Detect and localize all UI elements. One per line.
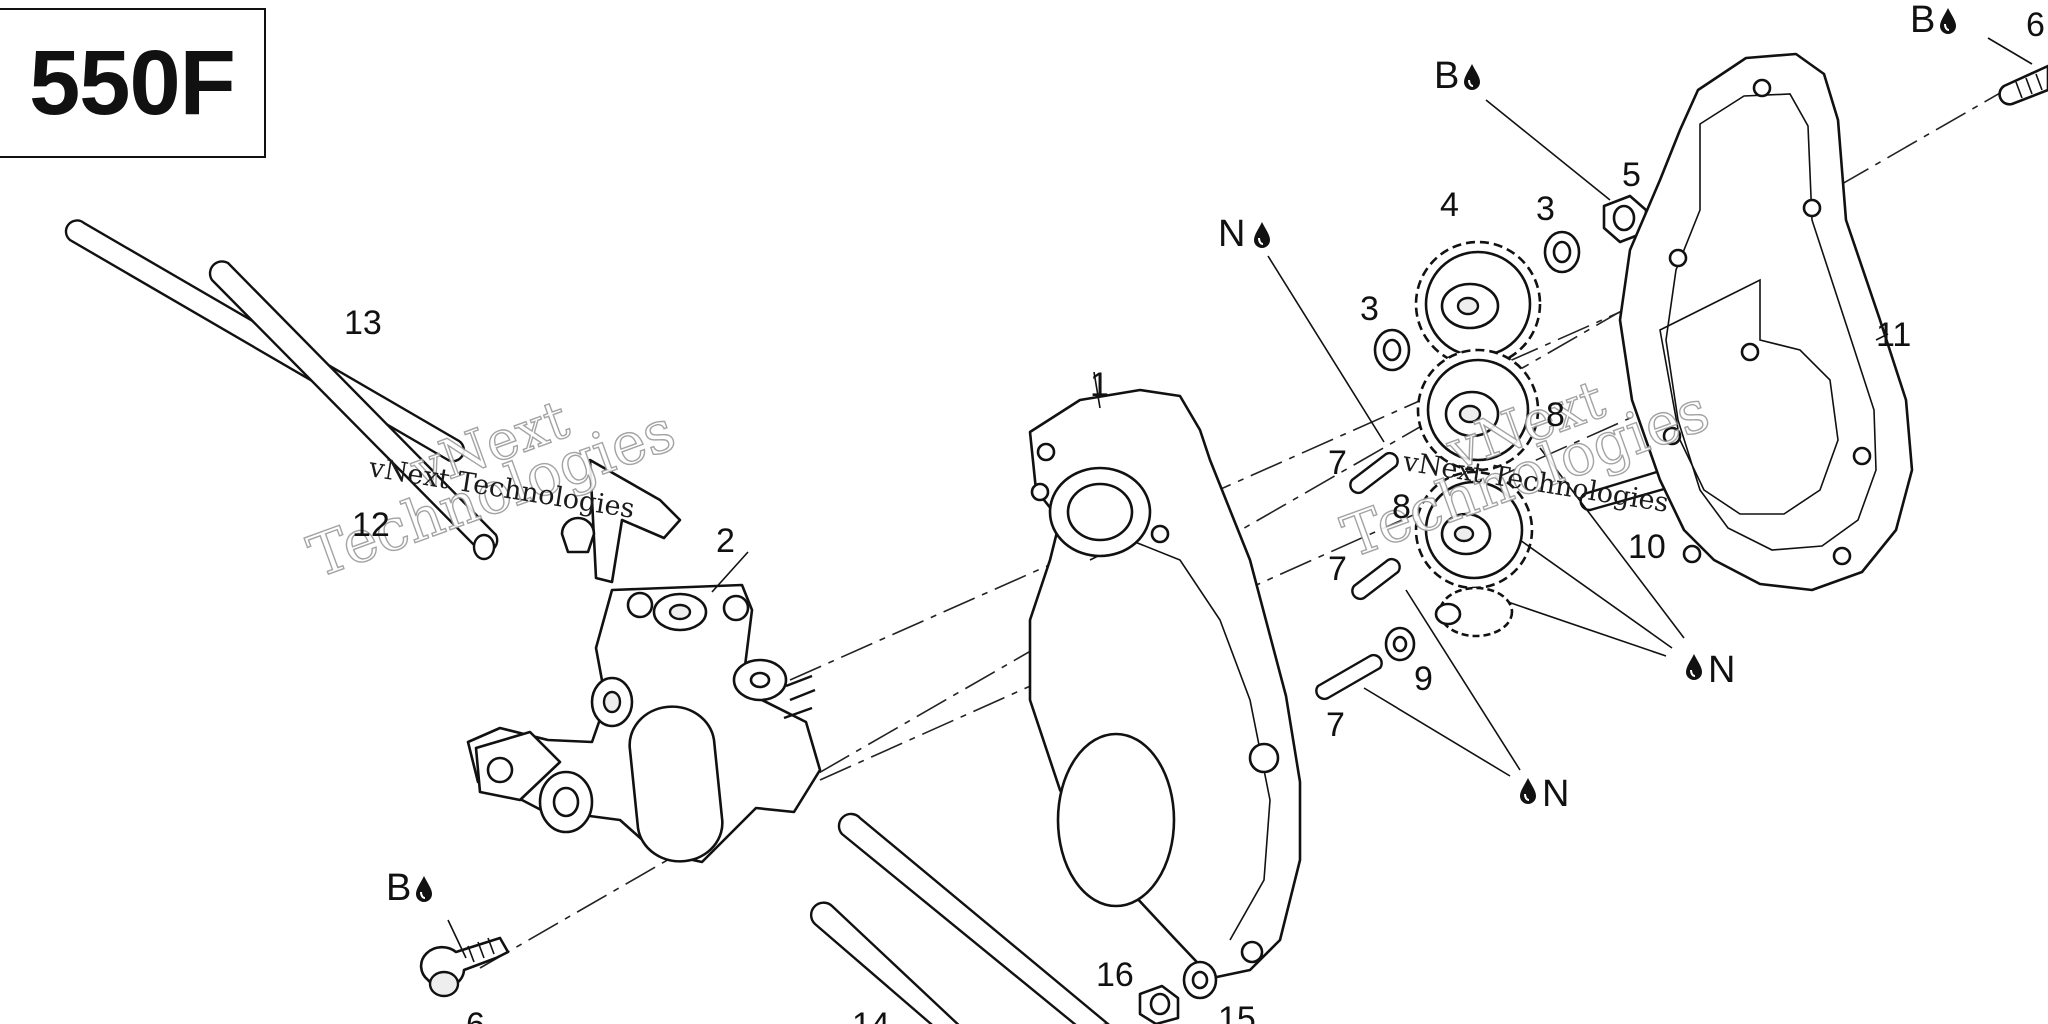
pins-7: [1315, 451, 1401, 701]
rod-14: [809, 812, 1110, 1024]
drop-icon: [1938, 6, 1958, 36]
gear-4: [1414, 240, 1542, 368]
rod-13: [64, 219, 466, 463]
model-label-box: 550F: [0, 8, 266, 158]
callout-b-screw: B: [386, 867, 434, 909]
label-part-4: 4: [1440, 186, 1459, 224]
housing-1: [1028, 388, 1302, 980]
callout-n-top-letter: N: [1218, 213, 1245, 255]
drop-icon: [1462, 62, 1482, 92]
model-label: 550F: [29, 32, 236, 134]
label-part-10: 10: [1628, 528, 1666, 566]
rod-12-13: [64, 219, 499, 561]
washer-15: [1182, 960, 1218, 1000]
label-part-15: 15: [1218, 1000, 1256, 1024]
drop-icon: [1518, 776, 1538, 806]
gear-8-lower: [1414, 470, 1534, 638]
label-part-2: 2: [716, 522, 735, 560]
oil-pump-2: [466, 458, 822, 864]
label-part-1: 1: [1090, 366, 1109, 404]
label-part-13: 13: [344, 304, 382, 342]
label-part-7b: 7: [1328, 550, 1347, 588]
washer-3b: [1543, 230, 1581, 274]
gear-8-upper: [1416, 348, 1540, 472]
callout-n-right: N: [1684, 649, 1735, 691]
label-part-9: 9: [1414, 660, 1433, 698]
label-part-12: 12: [352, 506, 390, 544]
callout-n-right-letter: N: [1708, 649, 1735, 691]
label-part-16: 16: [1096, 956, 1134, 994]
screw-6-bottom: [419, 936, 510, 998]
drop-icon: [1684, 652, 1704, 682]
label-part-14: 14: [852, 1006, 890, 1024]
callout-b-top-right-letter: B: [1910, 0, 1935, 41]
callout-n-top: N: [1218, 213, 1272, 255]
callout-b-top-right: B: [1910, 0, 1958, 41]
nut-5: [1602, 194, 1648, 244]
part-number-labels: 1 2 3 3 4 5 6 6 7 7 7 8 8 9 10 11 12 13 …: [344, 6, 2045, 1024]
label-part-7a: 7: [1328, 444, 1347, 482]
callout-b-screw-letter: B: [386, 867, 411, 909]
drop-icon: [1252, 220, 1272, 250]
label-part-11: 11: [1876, 316, 1911, 354]
label-part-6-bottom: 6: [466, 1006, 485, 1024]
drop-icon: [414, 874, 434, 904]
label-part-8a: 8: [1546, 396, 1565, 434]
rod-12-end: [472, 533, 496, 561]
leader-lines: [447, 37, 2033, 959]
lubricant-callouts: B B B N N N: [386, 0, 1958, 909]
washer-3a: [1373, 328, 1411, 372]
callout-n-bottom-letter: N: [1542, 773, 1569, 815]
label-part-3b: 3: [1536, 190, 1555, 228]
callout-n-bottom: N: [1518, 773, 1569, 815]
label-part-8b: 8: [1392, 488, 1411, 526]
washer-9: [1384, 626, 1416, 662]
callout-b-nut: B: [1434, 55, 1482, 97]
label-part-6-top: 6: [2026, 6, 2045, 44]
callout-b-nut-letter: B: [1434, 55, 1459, 97]
stud-6-top: [1998, 64, 2048, 106]
nut-16: [1138, 984, 1180, 1024]
axis-gears: [789, 249, 1761, 681]
label-part-3a: 3: [1360, 290, 1379, 328]
gasket-11: [1618, 52, 1914, 592]
label-part-5: 5: [1622, 156, 1641, 194]
label-part-7c: 7: [1326, 706, 1345, 744]
axis-lower: [819, 359, 1761, 781]
